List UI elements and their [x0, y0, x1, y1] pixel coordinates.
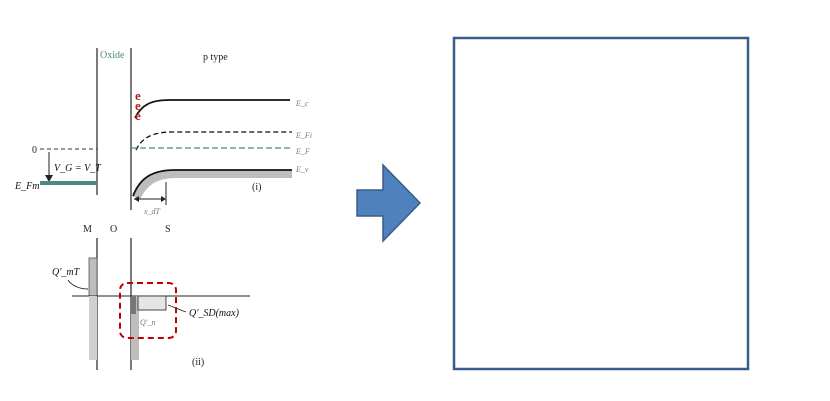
fermi-level-label: E_F — [295, 147, 310, 156]
metal-charge-bar — [88, 257, 98, 297]
energy-band-diagram: Oxide p type E_c e e e E_Fi E_F E_v 0 V_… — [14, 48, 312, 216]
conduction-band-label: E_c — [295, 99, 309, 108]
inversion-charge-label: Q'_n — [140, 318, 156, 327]
semiconductor-region-label: S — [165, 224, 171, 235]
gate-stripe-right — [131, 296, 139, 360]
valence-band-fill — [133, 170, 292, 200]
metal-charge-label: Q'_mT — [52, 267, 81, 278]
electron-1: e — [135, 88, 141, 103]
substrate-type-label: p type — [203, 52, 228, 63]
oxide-region-label: O — [110, 224, 117, 235]
metal-fermi-level — [40, 181, 97, 185]
metal-charge-pointer — [67, 279, 89, 290]
part-ii-label: (ii) — [192, 357, 204, 368]
valence-band-label: E_v — [295, 165, 309, 174]
gate-stripe-left — [89, 296, 97, 360]
intrinsic-fermi-label: E_Fi — [295, 131, 312, 140]
metal-region-label: M — [83, 224, 92, 235]
right-arrow-icon — [356, 163, 422, 243]
conduction-band-curve — [134, 99, 290, 119]
inversion-charge-bar — [131, 296, 136, 314]
electron-2: e — [135, 98, 141, 113]
gate-voltage-arrowhead — [45, 175, 53, 182]
charge-distribution-diagram: M O S Q'_mT Q'_n Q'_SD(max) (ii) — [52, 224, 250, 370]
depletion-width-arrowhead-right — [161, 196, 166, 202]
highlight-box — [119, 282, 177, 339]
depletion-charge-box — [137, 295, 167, 311]
depletion-charge-label: Q'_SD(max) — [189, 308, 240, 319]
zero-label: 0 — [32, 145, 37, 156]
metal-fermi-label: E_Fm — [14, 181, 39, 192]
oxide-label: Oxide — [100, 50, 125, 61]
gate-voltage-label: V_G = V_T — [54, 163, 102, 174]
empty-answer-box — [452, 36, 750, 371]
electron-3: e — [135, 108, 141, 123]
depletion-width-arrowhead-left — [134, 196, 139, 202]
depletion-width-label: x_dT — [143, 207, 161, 216]
part-i-label: (i) — [252, 182, 261, 193]
valence-band-curve — [132, 169, 292, 197]
intrinsic-fermi-curve — [135, 131, 292, 151]
depletion-charge-pointer — [167, 304, 187, 313]
